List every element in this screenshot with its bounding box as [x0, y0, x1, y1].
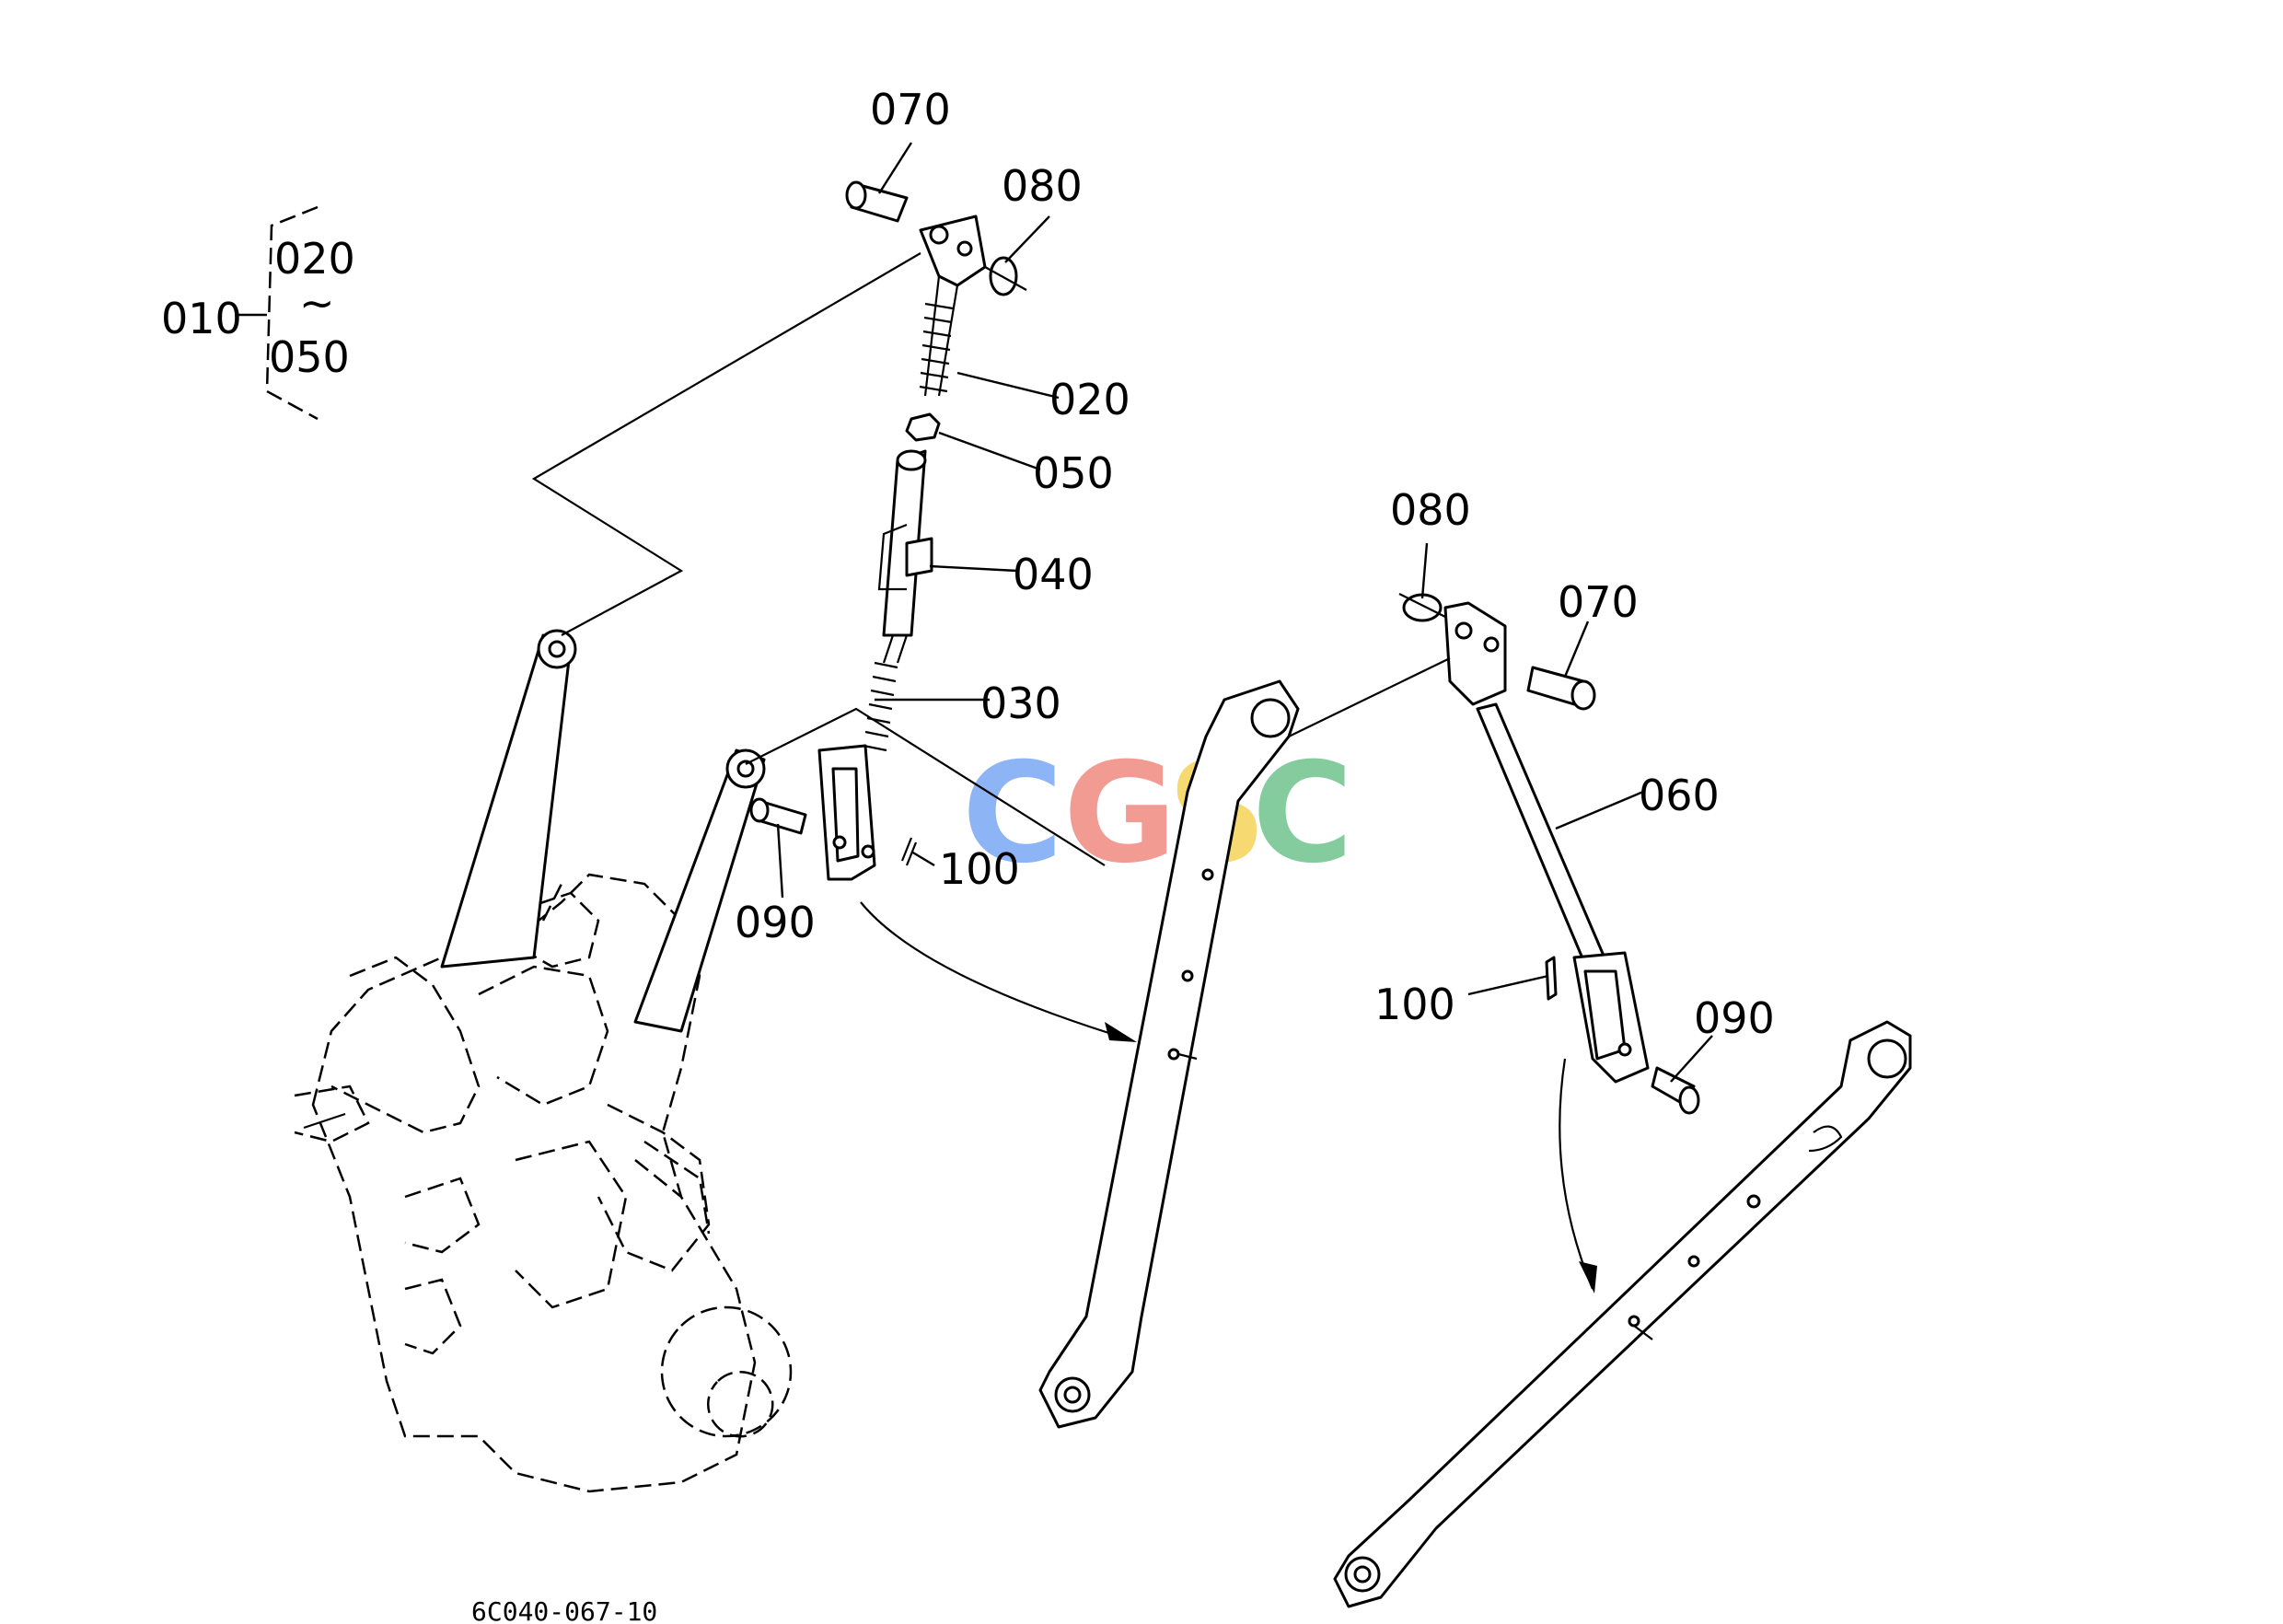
callout-080-top: 080	[1002, 161, 1083, 211]
assembly-arrow-left	[860, 901, 1133, 1042]
assembly-arrow-right	[1559, 1058, 1594, 1290]
transmission-housing	[294, 873, 793, 1493]
callout-040: 040	[1013, 550, 1094, 599]
callout-020: 020	[1049, 375, 1130, 424]
group-to-label: 050	[269, 332, 350, 382]
left-lift-rod-assembly	[749, 180, 1027, 881]
callout-060: 060	[1639, 771, 1720, 820]
arrow-head-left	[1105, 1022, 1137, 1042]
callout-070-top: 070	[870, 85, 951, 134]
watermark: C G S C	[962, 734, 1353, 894]
reference-line-lower-link	[745, 707, 1106, 866]
watermark-letter-1: C	[962, 734, 1063, 894]
callout-050: 050	[1033, 448, 1114, 498]
drawing-code: 6C040-067-10	[471, 1596, 657, 1624]
callout-100-right: 100	[1374, 980, 1455, 1029]
part-callouts: 070 080 020 050 040 030 100 090 080 070 …	[735, 85, 1775, 1043]
callout-100-left: 100	[939, 844, 1020, 894]
right-lift-arm	[633, 748, 766, 1033]
leader-lines	[776, 142, 1713, 1083]
assembly-group-bracket: 010 020 ~ 050	[161, 205, 355, 421]
left-lift-arm	[440, 629, 577, 969]
group-ref-label: 010	[161, 294, 242, 343]
callout-090-left: 090	[735, 898, 816, 947]
callout-030: 030	[980, 679, 1061, 728]
callout-090-right: 090	[1694, 993, 1775, 1043]
right-lift-rod-assembly	[1398, 593, 1700, 1115]
reference-line-right	[1288, 657, 1451, 737]
reference-line-top-link	[531, 252, 921, 636]
callout-070-right: 070	[1558, 577, 1639, 627]
arrow-head-right	[1579, 1261, 1597, 1293]
watermark-letter-2: G	[1063, 734, 1176, 894]
group-from-label: 020	[274, 234, 355, 284]
group-range-symbol: ~	[299, 278, 335, 328]
callout-080-right: 080	[1390, 485, 1471, 535]
right-lower-link	[1333, 1020, 1912, 1608]
left-lower-link	[1038, 679, 1300, 1429]
